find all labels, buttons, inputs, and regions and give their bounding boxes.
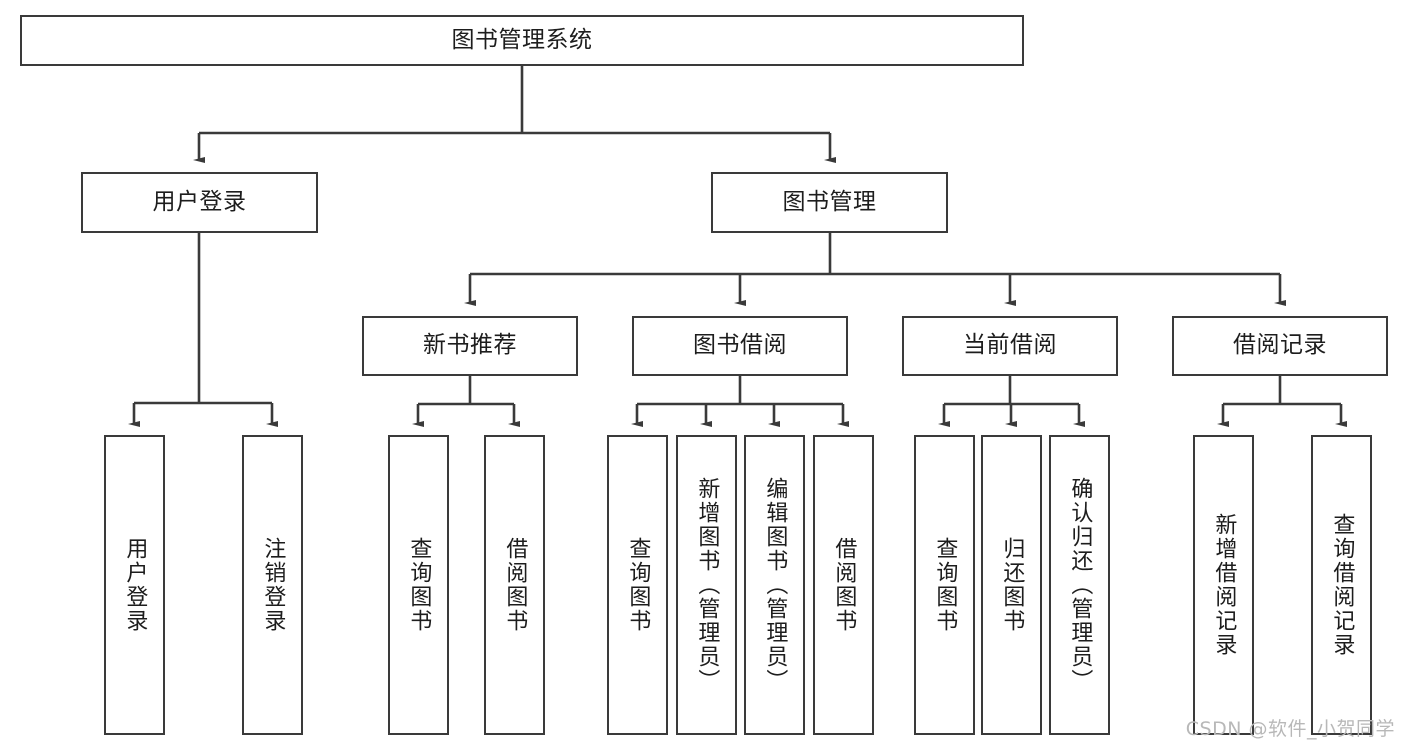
leaf-book-borrow-add-book-admin[interactable]: 新增图书（管理员） — [676, 435, 737, 735]
node-label: 查询借阅记录 — [1329, 513, 1355, 657]
node-label: 查询图书 — [406, 537, 432, 633]
leaf-borrow-record-query-record[interactable]: 查询借阅记录 — [1311, 435, 1372, 735]
node-new-book-recommend[interactable]: 新书推荐 — [362, 316, 578, 376]
node-book-borrow[interactable]: 图书借阅 — [632, 316, 848, 376]
node-label: 用户登录 — [152, 188, 247, 215]
node-label: 借阅图书 — [502, 537, 528, 633]
leaf-new-book-borrow-book[interactable]: 借阅图书 — [484, 435, 545, 735]
node-user-login[interactable]: 用户登录 — [81, 172, 318, 233]
node-label: 查询图书 — [625, 537, 651, 633]
node-book-management[interactable]: 图书管理 — [711, 172, 948, 233]
node-label: 用户登录 — [122, 537, 148, 633]
node-current-borrow[interactable]: 当前借阅 — [902, 316, 1118, 376]
leaf-current-borrow-return-book[interactable]: 归还图书 — [981, 435, 1042, 735]
node-label: 新增借阅记录 — [1211, 513, 1237, 657]
leaf-current-borrow-query-book[interactable]: 查询图书 — [914, 435, 975, 735]
leaf-book-borrow-edit-book-admin[interactable]: 编辑图书（管理员） — [744, 435, 805, 735]
node-label: 注销登录 — [260, 537, 286, 633]
node-label: 借阅图书 — [831, 537, 857, 633]
node-label: 图书借阅 — [693, 332, 787, 359]
node-label: 新书推荐 — [423, 332, 517, 359]
node-label: 新增图书（管理员） — [694, 477, 720, 693]
node-label: 图书管理系统 — [451, 26, 593, 53]
node-label: 图书管理 — [782, 188, 877, 215]
leaf-new-book-query-book[interactable]: 查询图书 — [388, 435, 449, 735]
leaf-book-borrow-query-book[interactable]: 查询图书 — [607, 435, 668, 735]
leaf-borrow-record-add-record[interactable]: 新增借阅记录 — [1193, 435, 1254, 735]
node-root-book-management-system[interactable]: 图书管理系统 — [20, 15, 1024, 66]
node-label: 当前借阅 — [963, 332, 1057, 359]
node-label: 编辑图书（管理员） — [762, 477, 788, 693]
leaf-book-borrow-borrow-book[interactable]: 借阅图书 — [813, 435, 874, 735]
node-label: 确认归还（管理员） — [1067, 477, 1093, 693]
node-label: 归还图书 — [999, 537, 1025, 633]
node-borrow-record[interactable]: 借阅记录 — [1172, 316, 1388, 376]
node-label: 查询图书 — [932, 537, 958, 633]
leaf-user-login-login[interactable]: 用户登录 — [104, 435, 165, 735]
node-label: 借阅记录 — [1233, 332, 1327, 359]
leaf-current-borrow-confirm-return-admin[interactable]: 确认归还（管理员） — [1049, 435, 1110, 735]
csdn-watermark: CSDN @软件_小贺同学 — [1185, 718, 1395, 740]
leaf-user-login-logout[interactable]: 注销登录 — [242, 435, 303, 735]
